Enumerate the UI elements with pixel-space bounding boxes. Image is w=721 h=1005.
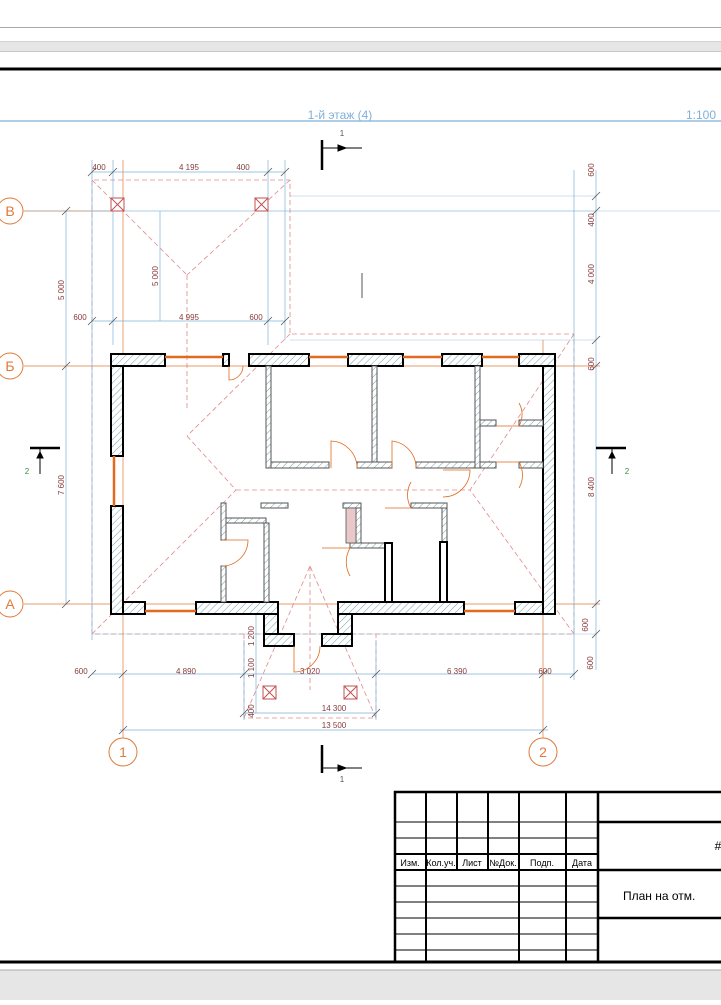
- axis-label-a: А: [5, 596, 15, 612]
- dim-porch-1200: 1 200: [247, 625, 256, 646]
- axis-bubble-1: 1: [108, 737, 138, 767]
- dim-bottom-13500: 13 500: [322, 721, 347, 730]
- axis-label-b: Б: [5, 358, 14, 374]
- dim-mid-4995: 4 995: [179, 313, 200, 322]
- column-posts: [110, 197, 358, 700]
- dim-bottom-600-right: 600: [538, 667, 552, 676]
- windows: [112, 355, 519, 613]
- tb-plan-label: План на отм.: [623, 889, 695, 903]
- tb-col-izm: Изм.: [400, 858, 419, 868]
- tb-col-list: Лист: [462, 858, 482, 868]
- section-label-right: 2: [625, 467, 630, 476]
- axis-bubble-v: В: [0, 197, 24, 225]
- section-marker-bottom: [320, 745, 362, 773]
- dim-bottom-6390: 6 390: [447, 667, 468, 676]
- dim-right-600-d: 600: [586, 656, 595, 670]
- exterior-walls: [110, 353, 556, 647]
- sheet-scale: 1:100: [686, 108, 716, 122]
- section-marker-top: [320, 140, 362, 170]
- axis-label-2: 2: [539, 744, 547, 760]
- dim-top-4195: 4 195: [179, 163, 200, 172]
- dim-left-5000-outer: 5 000: [57, 279, 66, 300]
- interior-walls: [220, 365, 544, 603]
- dim-porch-1100: 1 100: [247, 657, 256, 678]
- section-label-top: 1: [340, 129, 345, 138]
- dimension-ticks: [61, 167, 601, 735]
- dim-right-8400: 8 400: [587, 476, 596, 497]
- axis-label-1: 1: [119, 744, 127, 760]
- dim-mid-600-right: 600: [249, 313, 263, 322]
- sheet-title: 1-й этаж (4): [308, 108, 373, 122]
- dim-bottom-4890: 4 890: [176, 667, 197, 676]
- dim-right-400: 400: [587, 213, 596, 227]
- dim-top-400-right: 400: [236, 163, 250, 172]
- title-block: [393, 790, 721, 964]
- dim-bottom-600-left: 600: [74, 667, 88, 676]
- dim-bottom-14300: 14 300: [322, 704, 347, 713]
- dimension-texts: 400 4 195 400 600 4 995 600 600 4 890 3 …: [57, 163, 596, 730]
- dim-right-600-b: 600: [587, 357, 596, 371]
- axis-label-v: В: [5, 203, 14, 219]
- dim-porch-400: 400: [247, 704, 256, 718]
- door-swings: [221, 365, 523, 673]
- dim-left-5000-inner: 5 000: [151, 265, 160, 286]
- tb-hash: #: [715, 839, 721, 853]
- section-label-bottom: 1: [340, 775, 345, 784]
- tb-col-data: Дата: [572, 858, 592, 868]
- viewer-top-frame: [0, 0, 721, 71]
- dim-right-600-a: 600: [587, 163, 596, 177]
- dim-right-4000: 4 000: [587, 263, 596, 284]
- axis-bubble-2: 2: [528, 737, 558, 767]
- shaft: [345, 507, 357, 544]
- dim-mid-600-left: 600: [73, 313, 87, 322]
- dim-bottom-3020: 3 020: [300, 667, 321, 676]
- axis-bubble-b: Б: [0, 352, 24, 380]
- partition-walls: [384, 541, 448, 603]
- section-marker-right: [596, 446, 626, 474]
- tb-col-kol: Кол.уч.: [426, 858, 456, 868]
- dim-top-400-left: 400: [92, 163, 106, 172]
- section-label-left: 2: [25, 467, 30, 476]
- tb-col-podp: Подп.: [530, 858, 554, 868]
- dimension-lines: [0, 160, 720, 731]
- dim-left-7600: 7 600: [57, 474, 66, 495]
- axis-bubble-a: А: [0, 590, 24, 618]
- dim-right-600-c: 600: [581, 618, 590, 632]
- section-marker-left: [30, 446, 60, 474]
- viewer-bottom-bar: [0, 970, 721, 1000]
- tb-col-ndok: №Док.: [489, 858, 516, 868]
